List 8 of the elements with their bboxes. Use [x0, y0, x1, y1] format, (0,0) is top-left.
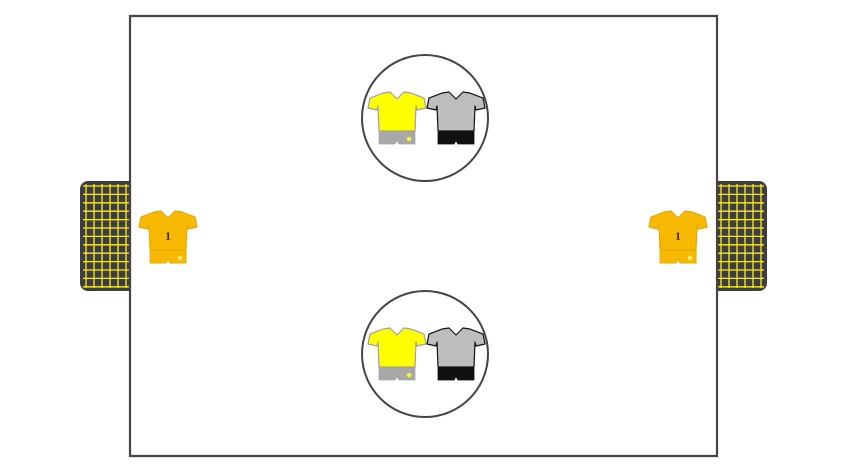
jersey-icon	[426, 327, 486, 380]
numbered-jersey: 1	[648, 210, 708, 264]
numbered-jersey: 1	[138, 210, 198, 264]
group-circle	[361, 290, 489, 418]
jersey-icon	[367, 327, 427, 380]
jersey-icon	[426, 91, 486, 144]
jersey-icon	[367, 91, 427, 144]
group-circle	[361, 54, 489, 182]
